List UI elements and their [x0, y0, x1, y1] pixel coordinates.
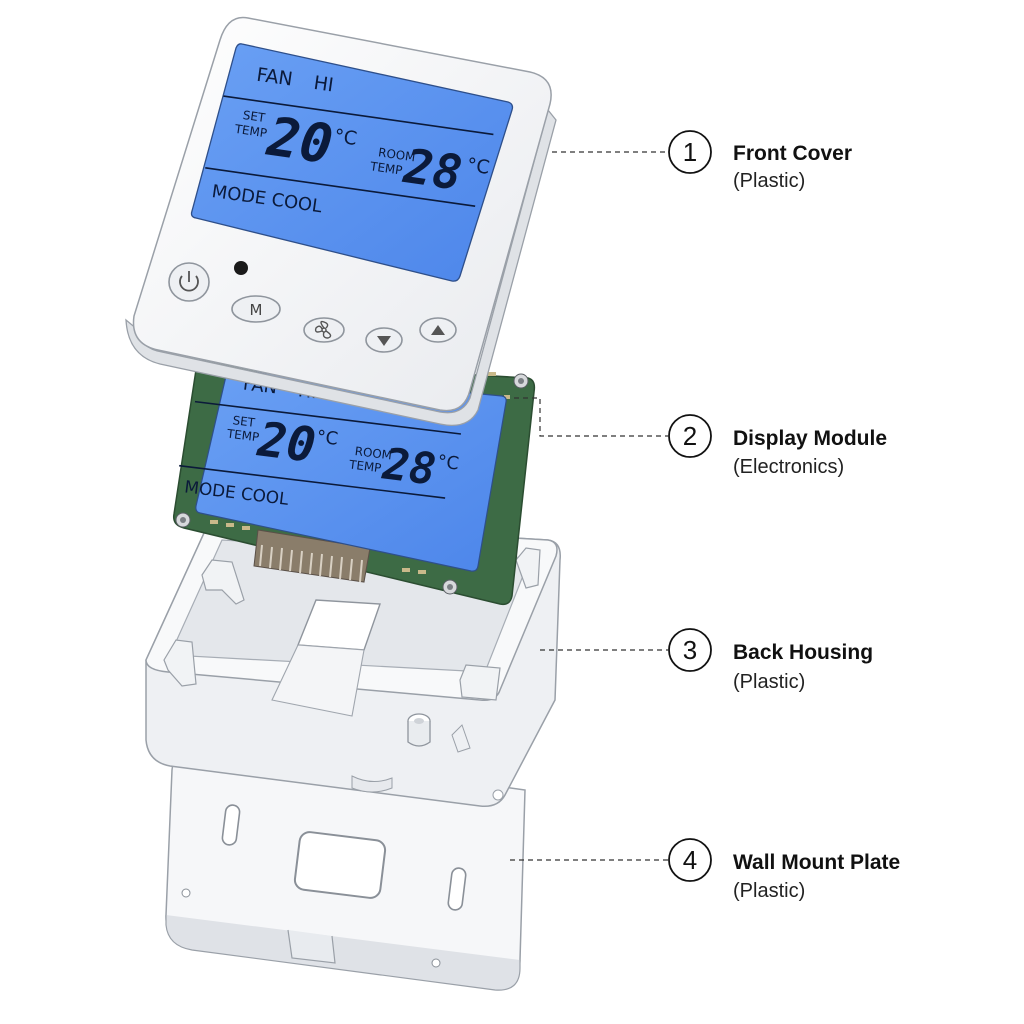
- fan-icon: [314, 320, 332, 339]
- module-set-temperature: 20: [254, 412, 319, 474]
- leader-lines: [510, 151, 668, 861]
- front-cover: FAN HI SET TEMP 20 °C ROOM TEMP 28 °C MO…: [125, 16, 557, 427]
- chevron-up-icon: [431, 325, 445, 335]
- module-room-label: ROOM: [354, 444, 393, 462]
- callout-4: 4 Wall Mount Plate (Plastic): [668, 838, 900, 902]
- front-set-label: SET: [242, 108, 267, 125]
- callout-title: Front Cover: [733, 142, 852, 165]
- callout-title: Display Module: [733, 427, 887, 450]
- callout-number: 4: [683, 845, 697, 875]
- front-room-degree-unit: °C: [465, 154, 491, 179]
- front-room-temperature: 28: [400, 139, 466, 202]
- module-set-temp-label: TEMP: [225, 426, 260, 444]
- callout-subtitle: (Electronics): [733, 456, 844, 478]
- callout-number-circle: [668, 130, 712, 174]
- fan-button[interactable]: [303, 317, 345, 343]
- callout-number-circle: [668, 628, 712, 672]
- power-icon: [179, 271, 199, 292]
- front-set-temp-label: TEMP: [233, 122, 268, 141]
- callout-number-circle: [668, 414, 712, 458]
- wall-mount-plate: [165, 746, 526, 991]
- callout-1: 1 Front Cover (Plastic): [668, 130, 852, 192]
- callout-number: 1: [683, 137, 697, 167]
- ir-sensor-icon: [234, 261, 248, 275]
- callout-title: Wall Mount Plate: [733, 851, 900, 874]
- front-set-temperature: 20: [263, 105, 337, 177]
- callout-number: 3: [683, 635, 697, 665]
- mode-button-label: M: [250, 301, 263, 319]
- front-room-label: ROOM: [377, 145, 416, 164]
- callout-title: Back Housing: [733, 641, 873, 664]
- module-set-degree-unit: °C: [315, 426, 339, 449]
- up-button[interactable]: [419, 317, 457, 343]
- down-button[interactable]: [365, 327, 403, 353]
- chevron-down-icon: [377, 336, 391, 346]
- module-room-temp-label: TEMP: [347, 457, 382, 475]
- power-button[interactable]: [168, 262, 210, 302]
- front-fan-value: HI: [312, 72, 335, 97]
- callout-subtitle: (Plastic): [733, 880, 805, 902]
- module-set-label: SET: [232, 413, 257, 430]
- front-room-temp-label: TEMP: [368, 159, 403, 178]
- module-room-temperature: 28: [379, 438, 438, 495]
- callout-number: 2: [683, 421, 697, 451]
- module-room-degree-unit: °C: [436, 451, 460, 474]
- callout-2: 2 Display Module (Electronics): [668, 414, 887, 478]
- front-lcd-screen: FAN HI SET TEMP 20 °C ROOM TEMP 28 °C MO…: [190, 43, 514, 282]
- callout-3: 3 Back Housing (Plastic): [668, 628, 873, 693]
- callout-subtitle: (Plastic): [733, 671, 805, 693]
- mode-button[interactable]: M: [231, 295, 281, 323]
- front-fan-label: FAN: [255, 64, 294, 91]
- callout-number-circle: [668, 838, 712, 882]
- callout-subtitle: (Plastic): [733, 170, 805, 192]
- front-set-degree-unit: °C: [333, 125, 359, 150]
- leader-line-2: [514, 397, 668, 437]
